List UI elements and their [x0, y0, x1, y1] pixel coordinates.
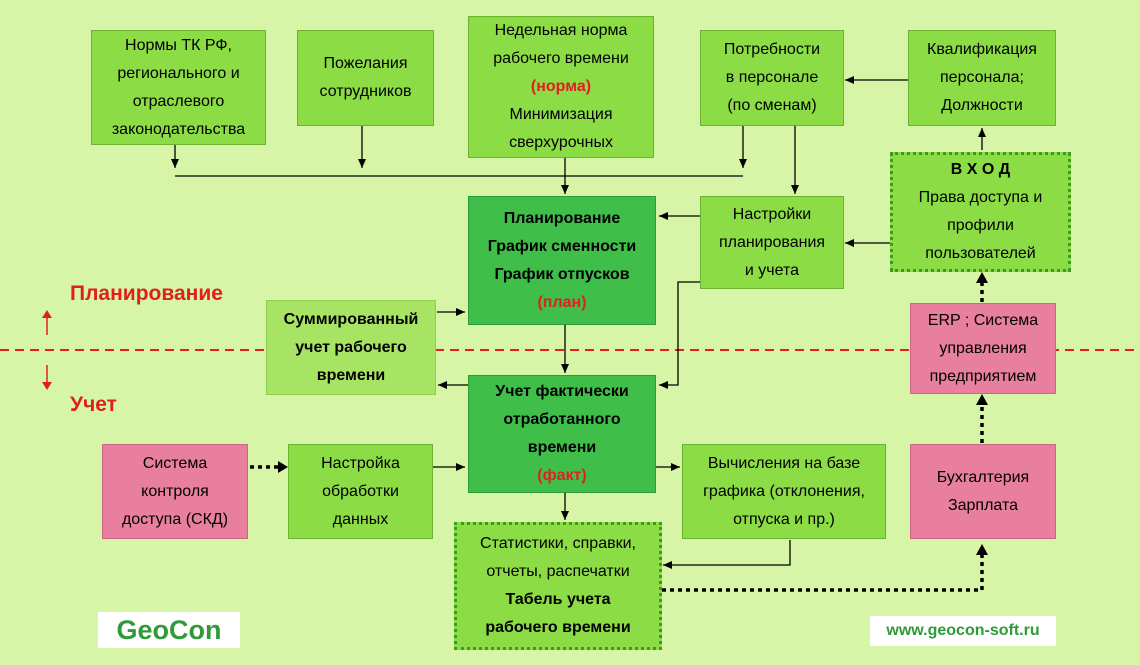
- needs-box: Потребности в персонале (по сменам): [700, 30, 844, 126]
- accounting-box: Бухгалтерия Зарплата: [910, 444, 1056, 539]
- fact-box: Учет фактически отработанного времени (ф…: [468, 375, 656, 493]
- login-box: В Х О Д Права доступа и профили пользова…: [890, 152, 1071, 272]
- planning-label: Планирование: [70, 282, 223, 305]
- qualification-box: Квалификация персонала; Должности: [908, 30, 1056, 126]
- accounting-label: Учет: [70, 393, 117, 416]
- summary-box: Суммированный учет рабочего времени: [266, 300, 436, 395]
- skd-box: Система контроля доступа (СКД): [102, 444, 248, 539]
- erp-box: ERP ; Система управления предприятием: [910, 303, 1056, 394]
- weekly-norm-box: Недельная норма рабочего времени (норма)…: [468, 16, 654, 158]
- settings-box: Настройки планирования и учета: [700, 196, 844, 289]
- wishes-box: Пожелания сотрудников: [297, 30, 434, 126]
- norms-box: Нормы ТК РФ, регионального и отраслевого…: [91, 30, 266, 145]
- website-link[interactable]: www.geocon-soft.ru: [870, 616, 1056, 646]
- connector-stats-to-accounting: [662, 555, 984, 592]
- connector-calc-to-stats: [663, 540, 791, 569]
- connector-settings-to-fact: [659, 281, 700, 389]
- processing-box: Настройка обработки данных: [288, 444, 433, 539]
- geocon-logo: GeoCon: [98, 612, 240, 648]
- calculations-box: Вычисления на базе графика (отклонения, …: [682, 444, 886, 539]
- stats-box: Статистики, справки, отчеты, распечатки …: [454, 522, 662, 650]
- planning-box: Планирование График сменности График отп…: [468, 196, 656, 325]
